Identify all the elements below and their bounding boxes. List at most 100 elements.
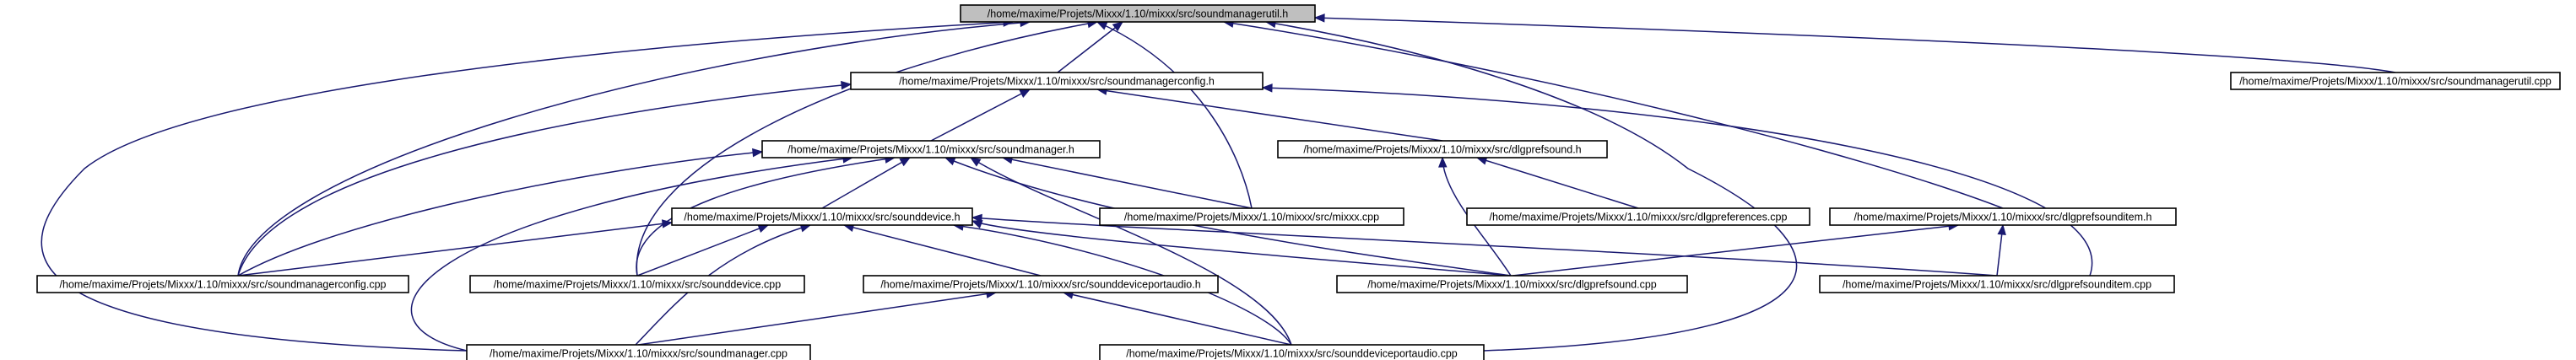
edge-line xyxy=(41,21,1014,352)
edge-line xyxy=(637,292,997,346)
edge-line xyxy=(1262,87,2093,277)
node-label: /home/maxime/Projets/Mixxx/1.10/mixxx/sr… xyxy=(2239,76,2552,88)
node-box xyxy=(469,275,805,293)
edge-line xyxy=(1265,21,1798,352)
edge-line xyxy=(636,21,1098,277)
edge-n5-n3 xyxy=(821,157,912,209)
edge-line xyxy=(821,157,911,209)
file-node-n5[interactable]: /home/maxime/Projets/Mixxx/1.10/mixxx/sr… xyxy=(671,207,973,226)
file-node-n14[interactable]: /home/maxime/Projets/Mixxx/1.10/mixxx/sr… xyxy=(466,344,811,360)
edge-n11-n5 xyxy=(842,223,1042,277)
edge-line xyxy=(237,21,1031,277)
node-label: /home/maxime/Projets/Mixxx/1.10/mixxx/sr… xyxy=(899,76,1215,88)
edge-line xyxy=(1002,157,1253,209)
edge-line xyxy=(1096,89,1443,142)
file-node-n4[interactable]: /home/maxime/Projets/Mixxx/1.10/mixxx/sr… xyxy=(1277,140,1608,159)
file-node-n2[interactable]: /home/maxime/Projets/Mixxx/1.10/mixxx/sr… xyxy=(2230,72,2561,90)
edge-line xyxy=(1057,21,1123,73)
edge-arrowhead xyxy=(1019,89,1031,98)
file-node-n10[interactable]: /home/maxime/Projets/Mixxx/1.10/mixxx/sr… xyxy=(469,275,805,293)
node-label: /home/maxime/Projets/Mixxx/1.10/mixxx/sr… xyxy=(988,8,1288,20)
edge-n12-n8 xyxy=(1512,222,1960,277)
file-node-n13[interactable]: /home/maxime/Projets/Mixxx/1.10/mixxx/sr… xyxy=(1819,275,2175,293)
file-node-n8[interactable]: /home/maxime/Projets/Mixxx/1.10/mixxx/sr… xyxy=(1829,207,2177,226)
edge-arrowhead xyxy=(969,157,982,167)
node-box xyxy=(36,275,409,293)
edge-n6-n3 xyxy=(1001,155,1253,209)
node-label: /home/maxime/Projets/Mixxx/1.10/mixxx/sr… xyxy=(880,279,1200,291)
edge-arrowhead xyxy=(1313,13,1325,23)
node-label: /home/maxime/Projets/Mixxx/1.10/mixxx/sr… xyxy=(490,348,787,360)
edge-n13-n5 xyxy=(971,213,1998,277)
edge-arrowhead xyxy=(899,157,912,167)
node-box xyxy=(1277,140,1608,159)
edge-arrowhead xyxy=(661,219,674,228)
edge-line xyxy=(971,220,1512,277)
edge-n9-n1 xyxy=(237,80,852,277)
edge-line xyxy=(1512,224,1959,277)
edge-line xyxy=(1223,21,2004,209)
node-label: /home/maxime/Projets/Mixxx/1.10/mixxx/sr… xyxy=(494,279,781,291)
edge-arrowhead xyxy=(1112,21,1124,32)
node-box xyxy=(960,4,1316,23)
edge-arrowhead xyxy=(971,220,983,228)
edge-n13-n1 xyxy=(1261,83,2093,277)
node-label: /home/maxime/Projets/Mixxx/1.10/mixxx/sr… xyxy=(1126,348,1458,360)
edge-line xyxy=(1476,157,1639,209)
node-box xyxy=(671,207,973,226)
edge-arrowhead xyxy=(752,148,764,158)
edge-line xyxy=(636,157,896,277)
file-node-n7[interactable]: /home/maxime/Projets/Mixxx/1.10/mixxx/sr… xyxy=(1466,207,1810,226)
file-node-n9[interactable]: /home/maxime/Projets/Mixxx/1.10/mixxx/sr… xyxy=(36,275,409,293)
edge-line xyxy=(1096,21,1253,209)
node-label: /home/maxime/Projets/Mixxx/1.10/mixxx/sr… xyxy=(1367,279,1657,291)
node-label: /home/maxime/Projets/Mixxx/1.10/mixxx/sr… xyxy=(1303,144,1581,156)
file-node-n15[interactable]: /home/maxime/Projets/Mixxx/1.10/mixxx/sr… xyxy=(1099,344,1485,360)
file-node-n1[interactable]: /home/maxime/Projets/Mixxx/1.10/mixxx/sr… xyxy=(850,72,1264,90)
edge-arrowhead xyxy=(1261,83,1273,93)
edge-n8-n0 xyxy=(1222,19,2004,209)
file-node-n11[interactable]: /home/maxime/Projets/Mixxx/1.10/mixxx/sr… xyxy=(863,275,1219,293)
edge-layer xyxy=(41,13,2396,352)
edge-n12-n5 xyxy=(971,220,1512,277)
edge-n14-n3 xyxy=(410,154,854,352)
edge-line xyxy=(1314,17,2396,73)
node-box xyxy=(1099,344,1485,360)
edge-line xyxy=(970,157,1292,346)
node-box xyxy=(466,344,811,360)
node-box xyxy=(2230,72,2561,90)
edge-n15-n11 xyxy=(1062,290,1292,346)
node-label: /home/maxime/Projets/Mixxx/1.10/mixxx/sr… xyxy=(787,144,1074,156)
node-box xyxy=(1466,207,1810,226)
node-box xyxy=(863,275,1219,293)
file-node-n0[interactable]: /home/maxime/Projets/Mixxx/1.10/mixxx/sr… xyxy=(960,4,1316,23)
edge-n6-n0 xyxy=(1096,21,1253,209)
edge-n9-n5 xyxy=(237,219,674,277)
node-box xyxy=(1819,275,2175,293)
edge-n15-n3 xyxy=(969,157,1292,346)
edge-arrowhead xyxy=(1096,21,1108,30)
edge-line xyxy=(237,222,673,277)
node-layer: /home/maxime/Projets/Mixxx/1.10/mixxx/sr… xyxy=(36,4,2561,360)
node-label: /home/maxime/Projets/Mixxx/1.10/mixxx/sr… xyxy=(1843,279,2151,291)
edge-n1-n0 xyxy=(1057,21,1124,73)
file-node-n6[interactable]: /home/maxime/Projets/Mixxx/1.10/mixxx/sr… xyxy=(1099,207,1404,226)
edge-line xyxy=(237,83,852,277)
node-box xyxy=(1336,275,1688,293)
file-node-n3[interactable]: /home/maxime/Projets/Mixxx/1.10/mixxx/sr… xyxy=(761,140,1101,159)
edge-n3-n1 xyxy=(930,89,1031,142)
file-node-n12[interactable]: /home/maxime/Projets/Mixxx/1.10/mixxx/sr… xyxy=(1336,275,1688,293)
node-box xyxy=(761,140,1101,159)
edge-arrowhead xyxy=(841,80,852,90)
edge-line xyxy=(410,157,853,352)
edge-n9-n3 xyxy=(237,148,764,277)
node-label: /home/maxime/Projets/Mixxx/1.10/mixxx/sr… xyxy=(1490,212,1788,223)
edge-n10-n5 xyxy=(636,224,770,277)
edge-n14-n11 xyxy=(637,289,998,346)
node-label: /home/maxime/Projets/Mixxx/1.10/mixxx/sr… xyxy=(60,279,387,291)
edge-n4-n1 xyxy=(1096,86,1443,142)
edge-line xyxy=(843,224,1042,277)
node-label: /home/maxime/Projets/Mixxx/1.10/mixxx/sr… xyxy=(1854,212,2152,223)
edge-line xyxy=(930,89,1031,142)
